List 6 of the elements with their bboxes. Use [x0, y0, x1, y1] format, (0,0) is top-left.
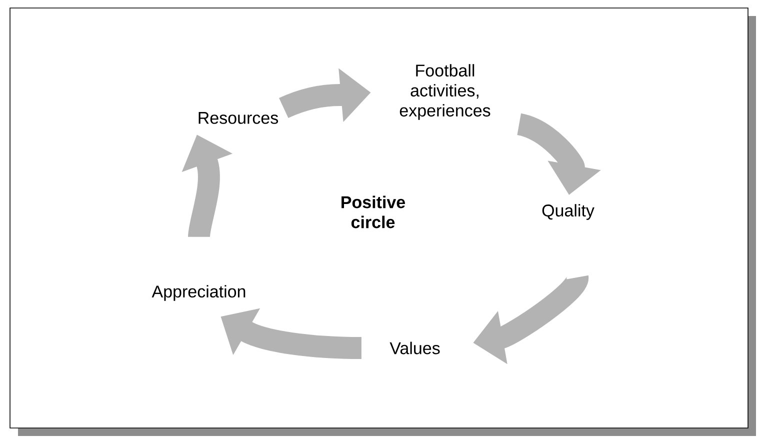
- step-label: Quality: [542, 204, 594, 220]
- center-label: Positive circle: [342, 196, 406, 228]
- step-label: Appreciation: [152, 285, 246, 301]
- step-label: Values: [390, 342, 440, 354]
- step-label: Football activities, experiences: [400, 64, 490, 120]
- step-label: Resources: [198, 112, 278, 124]
